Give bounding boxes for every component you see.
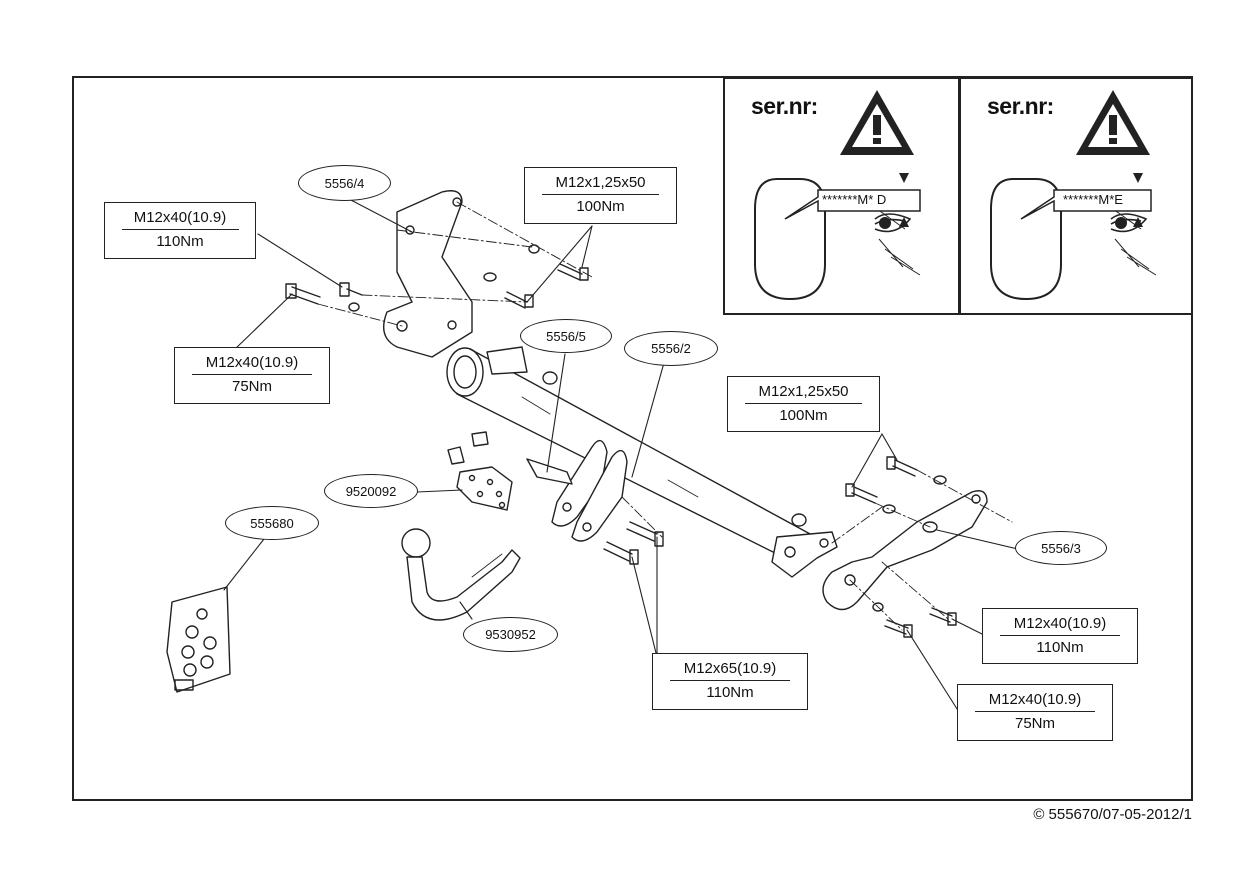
instruction-card xyxy=(166,586,231,693)
part-label-5556-2: 5556/2 xyxy=(624,331,718,366)
warning-panel-right: ser.nr: *******M*E xyxy=(959,77,1193,315)
callout-spec: M12x1,25x50 xyxy=(758,383,849,400)
part-label-9520092: 9520092 xyxy=(324,474,418,508)
socket-plate xyxy=(447,431,513,511)
warning-triangle-icon xyxy=(1076,90,1150,155)
callout-torque: 75Nm xyxy=(231,378,272,395)
callout-torque: 100Nm xyxy=(779,407,828,424)
callout-spec: M12x40(10.9) xyxy=(205,354,299,371)
tow-ball xyxy=(401,528,521,621)
part-label-5556-4: 5556/4 xyxy=(298,165,391,201)
part-label-5556-5: 5556/5 xyxy=(520,319,612,353)
leader-lines xyxy=(223,197,1023,713)
serial-plate-diagram xyxy=(754,173,921,301)
callout-spec: M12x40(10.9) xyxy=(133,209,227,226)
callout-spec: M12x1,25x50 xyxy=(555,174,646,191)
warning-triangle-icon xyxy=(840,90,914,155)
callout-torque: 100Nm xyxy=(576,198,625,215)
callout-spec: M12x40(10.9) xyxy=(1013,615,1107,632)
callout-bottom-right-2: M12x40(10.9) 75Nm xyxy=(957,684,1113,741)
serial-code: *******M*E xyxy=(1063,192,1123,207)
left-bracket xyxy=(383,190,528,375)
callout-spec: M12x65(10.9) xyxy=(683,660,777,677)
center-brackets xyxy=(526,439,628,542)
callout-spec: M12x40(10.9) xyxy=(988,691,1082,708)
exploded-assembly-drawing xyxy=(166,190,1023,713)
crossbar-tube xyxy=(446,347,838,578)
drawing-frame xyxy=(72,76,1193,801)
callout-torque: 110Nm xyxy=(156,233,204,250)
part-label-9530952: 9530952 xyxy=(463,617,558,652)
callout-top-center: M12x1,25x50 100Nm xyxy=(524,167,677,224)
warning-panel-left: ser.nr: *******M* D xyxy=(723,77,960,315)
right-bracket xyxy=(822,490,988,611)
callout-mid-left: M12x40(10.9) 75Nm xyxy=(174,347,330,404)
callout-torque: 75Nm xyxy=(1014,715,1055,732)
serial-label: ser.nr: xyxy=(987,93,1054,119)
part-label-555680: 555680 xyxy=(225,506,319,540)
part-label-5556-3: 5556/3 xyxy=(1015,531,1107,565)
fasteners xyxy=(285,244,957,638)
callout-torque: 110Nm xyxy=(1036,639,1084,656)
callout-bottom-center: M12x65(10.9) 110Nm xyxy=(652,653,808,710)
callout-torque: 110Nm xyxy=(706,684,754,701)
serial-label: ser.nr: xyxy=(751,93,818,119)
callout-bottom-right-1: M12x40(10.9) 110Nm xyxy=(982,608,1138,664)
callout-right-center: M12x1,25x50 100Nm xyxy=(727,376,880,432)
serial-plate-diagram xyxy=(990,173,1157,301)
serial-code: *******M* D xyxy=(822,192,887,207)
callout-top-left: M12x40(10.9) 110Nm xyxy=(104,202,256,259)
copyright-text: © 555670/07-05-2012/1 xyxy=(1033,806,1192,823)
alignment-lines xyxy=(317,201,1013,631)
